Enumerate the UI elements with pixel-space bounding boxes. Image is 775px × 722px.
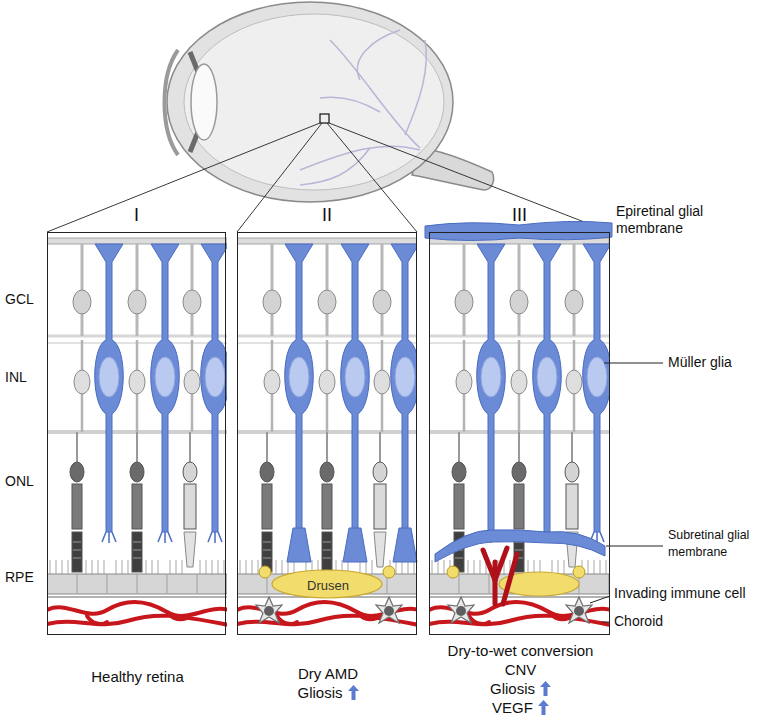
- caption-text: VEGF: [492, 699, 533, 716]
- callout-label: Choroid: [614, 613, 663, 630]
- panel-numeral: II: [238, 204, 416, 226]
- increase-arrow: [348, 685, 359, 700]
- healthy-retina-art: [47, 232, 229, 635]
- drusen-label: Drusen: [307, 578, 349, 593]
- panel-caption: Dry-to-wet conversionCNV GliosisVEGF: [405, 641, 636, 717]
- callout-label: Invading immune cell: [614, 585, 746, 602]
- layer-label: GCL: [5, 291, 34, 308]
- retina-panel: IIDry AMDGliosisDrusen: [237, 232, 417, 635]
- panel-numeral: I: [48, 204, 225, 226]
- retina-panel: IIIDry-to-wet conversionCNVGliosisVEGF: [429, 232, 610, 635]
- drusen-deposit: Drusen: [283, 574, 373, 596]
- increase-arrow: [538, 700, 549, 715]
- callout-label: Epiretinal glial membrane: [616, 203, 746, 237]
- caption-line: CNV: [405, 660, 636, 679]
- layer-label: ONL: [5, 473, 34, 490]
- caption-text: CNV: [505, 661, 537, 678]
- caption-line: Healthy retina: [23, 667, 252, 686]
- callout-label: Subretinal glial membrane: [668, 527, 772, 561]
- wet-amd-art: [429, 232, 611, 635]
- caption-text: Healthy retina: [91, 668, 184, 685]
- panel-caption: Healthy retina: [23, 667, 252, 686]
- retina-panel: IHealthy retina: [47, 232, 226, 635]
- caption-text: Gliosis: [297, 684, 342, 701]
- caption-line: Gliosis: [405, 679, 636, 698]
- caption-line: Dry-to-wet conversion: [405, 641, 636, 660]
- callout-label: Müller glia: [668, 354, 732, 371]
- wet-amd-changes: [425, 221, 612, 623]
- caption-line: Gliosis: [213, 683, 443, 702]
- panel-caption: Dry AMD Gliosis: [213, 664, 443, 702]
- caption-text: Gliosis: [490, 680, 535, 697]
- leader-lines: [590, 363, 663, 622]
- caption-text: Dry AMD: [298, 665, 358, 682]
- caption-line: VEGF: [405, 698, 636, 717]
- layer-label: INL: [5, 369, 27, 386]
- layer-label: RPE: [5, 569, 34, 586]
- panel-numeral: III: [430, 204, 609, 226]
- dry-amd-changes: [256, 528, 417, 623]
- eye-illustration: [47, 2, 610, 232]
- caption-line: Dry AMD: [213, 664, 443, 683]
- dry-amd-art: [237, 232, 419, 635]
- increase-arrow: [540, 681, 551, 696]
- caption-text: Dry-to-wet conversion: [448, 642, 594, 659]
